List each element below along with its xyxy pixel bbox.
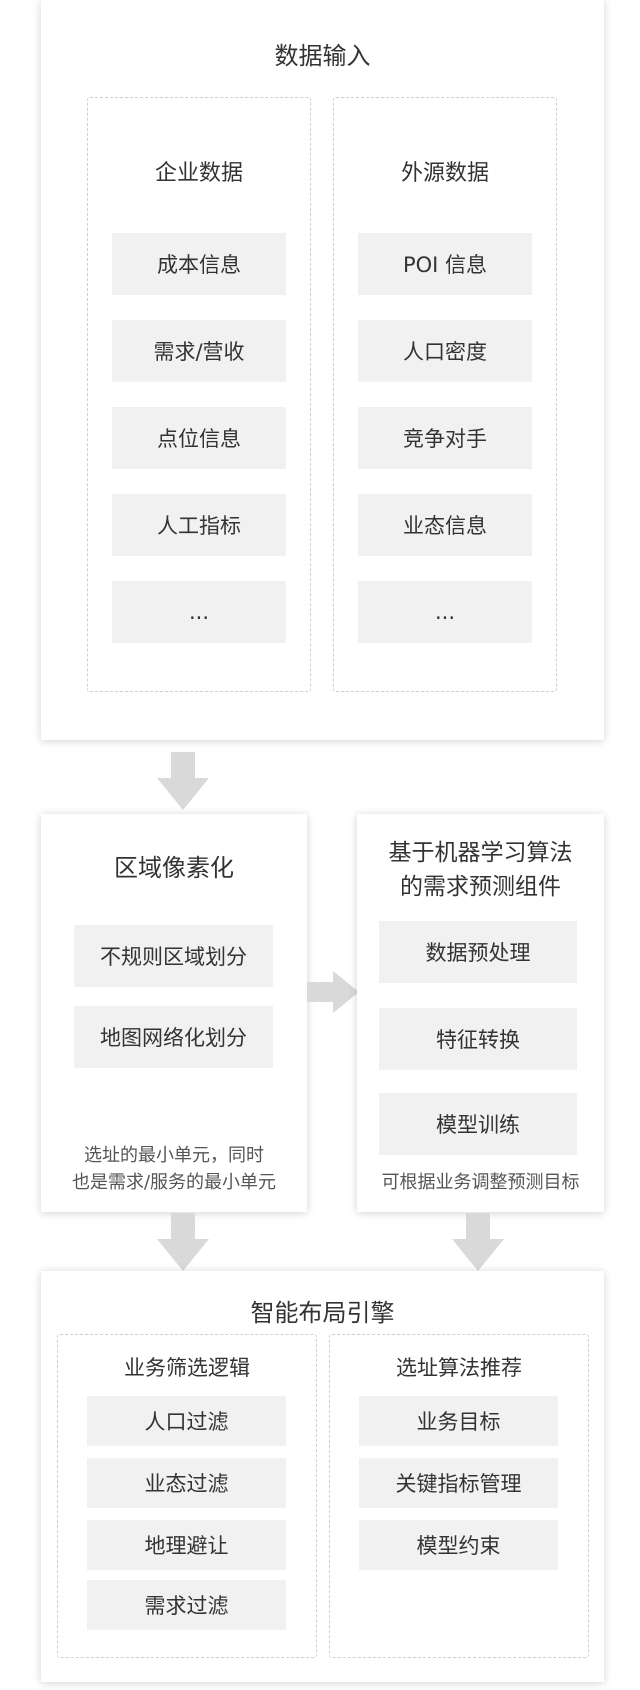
pixelization-item-irregular: 不规则区域划分 [74, 925, 273, 987]
external-item-poi: POI 信息 [358, 233, 532, 295]
filter-logic-title: 业务筛选逻辑 [124, 1356, 250, 1380]
enterprise-item-location: 点位信息 [112, 407, 286, 469]
enterprise-item-demand-revenue: 需求/营收 [112, 320, 286, 382]
filter-item-business-type: 业态过滤 [87, 1458, 286, 1508]
enterprise-data-title: 企业数据 [154, 161, 243, 186]
arrow-down-icon [157, 752, 209, 810]
arrow-right-icon [307, 971, 359, 1013]
external-item-population-density: 人口密度 [358, 320, 532, 382]
prediction-title-line2: 的需求预测组件 [400, 874, 561, 900]
filter-item-geo-avoid: 地理避让 [87, 1520, 286, 1570]
prediction-note: 可根据业务调整预测目标 [381, 1172, 580, 1193]
recommend-group [329, 1334, 589, 1658]
recommend-item-business-goal: 业务目标 [359, 1396, 558, 1446]
recommend-item-model-constraints: 模型约束 [359, 1520, 558, 1570]
external-data-group [333, 97, 557, 692]
prediction-item-feature-transform: 特征转换 [379, 1008, 577, 1070]
prediction-item-preprocess: 数据预处理 [379, 921, 577, 983]
arrow-down-icon [452, 1213, 504, 1271]
arrow-down-icon [157, 1213, 209, 1271]
filter-logic-group [57, 1334, 317, 1658]
filter-item-population: 人口过滤 [87, 1396, 286, 1446]
pixelization-note-line2: 也是需求/服务的最小单元 [71, 1172, 277, 1193]
prediction-title-line1: 基于机器学习算法 [388, 840, 573, 866]
enterprise-data-group [87, 97, 311, 692]
pixelization-item-grid: 地图网络化划分 [74, 1006, 273, 1068]
filter-item-demand: 需求过滤 [87, 1580, 286, 1630]
external-item-business-type: 业态信息 [358, 494, 532, 556]
external-data-title: 外源数据 [400, 161, 489, 186]
enterprise-item-manual-index: 人工指标 [112, 494, 286, 556]
recommend-title: 选址算法推荐 [396, 1356, 522, 1380]
pixelization-note-line1: 选址的最小单元，同时 [84, 1145, 264, 1166]
pixelization-title: 区域像素化 [114, 854, 234, 882]
data-input-title: 数据输入 [274, 42, 371, 70]
enterprise-item-more: ... [112, 581, 286, 643]
engine-title: 智能布局引擎 [250, 1299, 395, 1327]
prediction-item-model-training: 模型训练 [379, 1093, 577, 1155]
recommend-item-kpi-management: 关键指标管理 [359, 1458, 558, 1508]
external-item-more: ... [358, 581, 532, 643]
enterprise-item-cost: 成本信息 [112, 233, 286, 295]
external-item-competitors: 竞争对手 [358, 407, 532, 469]
